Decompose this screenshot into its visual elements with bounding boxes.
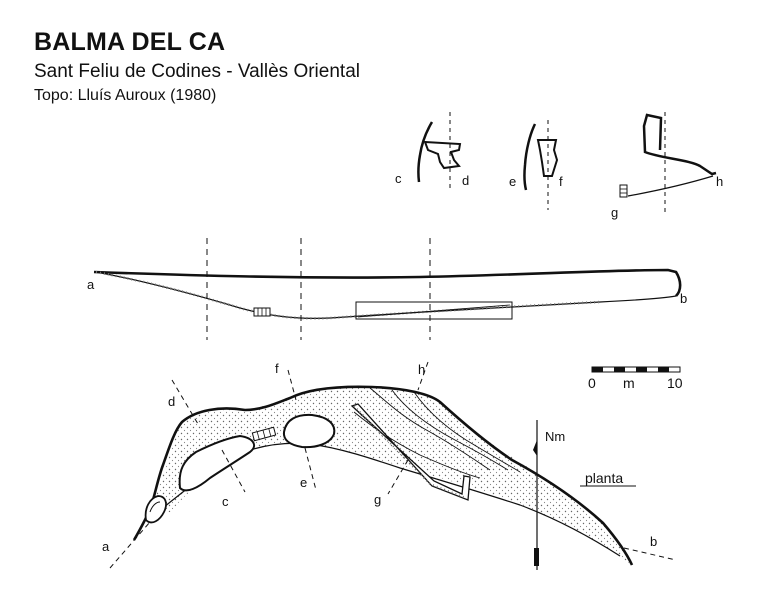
- plan-label-f: f: [275, 361, 279, 376]
- location-subtitle: Sant Feliu de Codines - Vallès Oriental: [34, 61, 360, 82]
- plan-label-b: b: [650, 534, 657, 549]
- profile-label-b: b: [680, 291, 687, 306]
- page-title: BALMA DEL CA: [34, 28, 226, 56]
- cross-section-g-h: h g: [611, 112, 723, 220]
- survey-credit: Topo: Lluís Auroux (1980): [34, 87, 217, 104]
- scale-start-label: 0: [588, 375, 596, 391]
- section-label-e: e: [509, 174, 516, 189]
- plan-label-g: g: [374, 492, 381, 507]
- section-label-g: g: [611, 205, 618, 220]
- section-label-h: h: [716, 174, 723, 189]
- cross-section-e-f: e f: [509, 120, 563, 210]
- plan-label-c: c: [222, 494, 229, 509]
- plan-label-h: h: [418, 362, 425, 377]
- scale-unit-label: m: [623, 375, 635, 391]
- plan-label: planta: [585, 470, 623, 486]
- scale-end-label: 10: [667, 375, 683, 391]
- profile-label-a: a: [87, 277, 95, 292]
- cross-section-c-d: c d: [395, 112, 469, 190]
- plan-label-a: a: [102, 539, 110, 554]
- north-label: Nm: [545, 429, 565, 444]
- plan-view: planta a b c d e f g h: [102, 361, 677, 569]
- plan-label-e: e: [300, 475, 307, 490]
- plan-label-d: d: [168, 394, 175, 409]
- section-label-d: d: [462, 173, 469, 188]
- scale-bar: 0 m 10: [588, 366, 683, 391]
- longitudinal-profile: a b: [87, 238, 687, 340]
- section-label-c: c: [395, 171, 402, 186]
- section-label-f: f: [559, 174, 563, 189]
